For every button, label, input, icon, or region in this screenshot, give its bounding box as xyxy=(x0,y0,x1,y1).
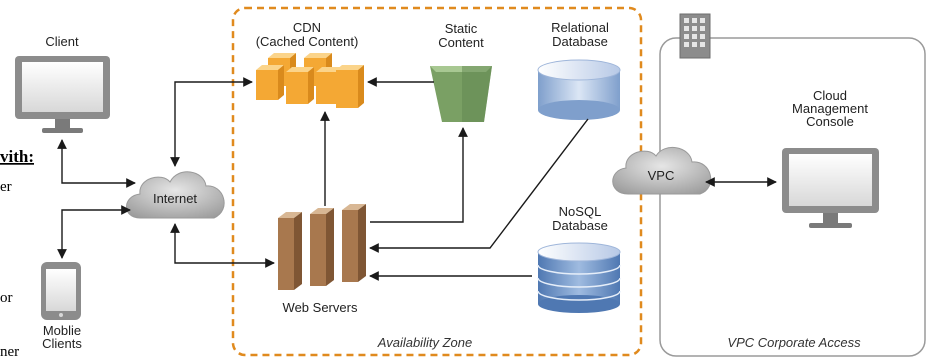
internet-cdn-connector xyxy=(170,77,253,167)
vpc-corporate-frame xyxy=(659,37,926,357)
client-monitor-icon xyxy=(15,56,110,133)
vpc-cloud-icon xyxy=(612,147,712,195)
vpc-corporate-label: VPC Corporate Access xyxy=(727,335,861,350)
internet-cloud-icon xyxy=(126,171,225,219)
availability-zone-label: Availability Zone xyxy=(377,335,472,350)
vpc-label: VPC xyxy=(648,168,675,183)
building-icon xyxy=(679,13,711,59)
web-servers-icon xyxy=(278,204,366,290)
client-internet-connector xyxy=(57,139,136,188)
cutoff-text-line: or xyxy=(0,290,13,306)
internet-webservers-connector xyxy=(170,223,275,268)
web-servers-label: Web Servers xyxy=(283,300,358,315)
cutoff-text-line: ner xyxy=(0,344,19,358)
mobile-internet-connector xyxy=(57,205,131,259)
cdn-cache-icon xyxy=(256,53,364,108)
relational-database-icon xyxy=(537,59,621,120)
webservers-static-connector xyxy=(370,127,468,223)
cutoff-text-line: er xyxy=(0,179,12,195)
relational-webservers-connector xyxy=(369,118,589,253)
nosql-database-icon xyxy=(537,242,621,313)
console-monitor-icon xyxy=(782,148,879,228)
cutoff-heading-text: vith: xyxy=(0,147,34,166)
internet-label: Internet xyxy=(153,191,197,206)
client-label: Client xyxy=(45,34,79,49)
mobile-phone-icon xyxy=(41,262,81,320)
static-content-icon xyxy=(430,66,492,122)
cdn-label: CDN(Cached Content) xyxy=(256,20,359,49)
